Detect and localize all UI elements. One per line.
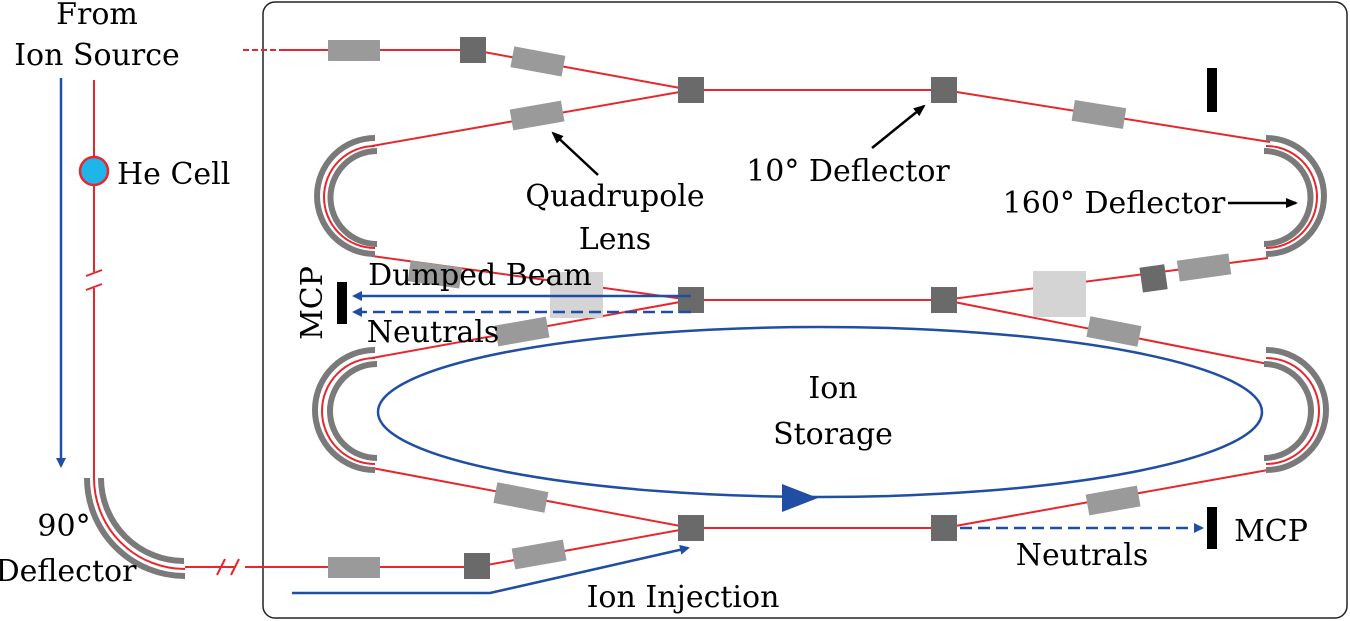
neutrals-right-label: Neutrals [1016, 538, 1149, 573]
deflector-10 [1139, 264, 1168, 293]
deflector-90-degree-label: 90° [37, 509, 90, 544]
ion-injection-arrow [292, 544, 690, 595]
quadrupole [1086, 316, 1142, 347]
orbit-direction-arrowhead [782, 484, 818, 512]
detector-top-right [1207, 68, 1217, 112]
quadrupole [407, 260, 463, 289]
deflector-160-bottom-left [312, 347, 378, 473]
ion-storage-orbit [376, 325, 1264, 499]
quadrupole [493, 482, 549, 513]
deflector-10 [931, 77, 957, 103]
deflector-90-name-label: Deflector [0, 554, 137, 589]
quadrupole [328, 40, 380, 61]
blue-beam-arrows [56, 78, 1264, 595]
deflector-160-top-right [1263, 135, 1327, 257]
quadrupole [328, 557, 380, 578]
pointer-arrows [551, 104, 1298, 208]
deflector-10 [678, 287, 704, 313]
quadrupole-label-line2: Lens [579, 222, 651, 257]
deflector-160-label: 160° Deflector [1003, 186, 1226, 221]
quadrupole [494, 316, 550, 347]
quadrupole [510, 46, 566, 77]
quadrupole-lenses [328, 40, 1232, 578]
mcp-left-detector [337, 282, 347, 324]
deflector-10-label: 10° Deflector [746, 154, 950, 189]
ion-source-label: Ion Source [14, 38, 180, 73]
mcp-left-label: MCP [295, 266, 330, 340]
deflector-10 [931, 515, 957, 541]
mcp-right-detector [1207, 507, 1217, 549]
deflector-10 [678, 77, 704, 103]
deflector-10 [931, 287, 957, 313]
quadrupole [1071, 100, 1127, 129]
deflectors-10 [460, 37, 1168, 579]
he-cell-icon [78, 155, 110, 187]
quadrupole-label-line1: Quadrupole [525, 179, 704, 214]
deflector-90 [84, 477, 186, 579]
detectors [337, 68, 1217, 549]
deflector-10 [678, 515, 704, 541]
ring-enclosure [262, 1, 1348, 619]
quadrupole [511, 539, 567, 570]
dumped-beam-label: Dumped Beam [368, 258, 592, 293]
quadrupole [1085, 485, 1141, 516]
deflector-10 [464, 553, 490, 579]
quadrupole [509, 100, 565, 131]
deflector-10 [460, 37, 486, 63]
he-cell-label: He Cell [117, 157, 230, 192]
ion-storage-label-line1: Ion [808, 371, 857, 406]
ion-injection-label: Ion Injection [587, 580, 780, 615]
mcp-right-label: MCP [1234, 514, 1308, 549]
ion-storage-label-line2: Storage [773, 417, 893, 452]
line-break-marks [85, 269, 240, 576]
from-label: From [56, 0, 138, 32]
deflector-160-top-left [314, 135, 378, 257]
neutrals-left-label: Neutrals [367, 315, 500, 350]
deflector-160-bottom-right [1263, 347, 1329, 473]
quadrupole [1176, 253, 1232, 282]
